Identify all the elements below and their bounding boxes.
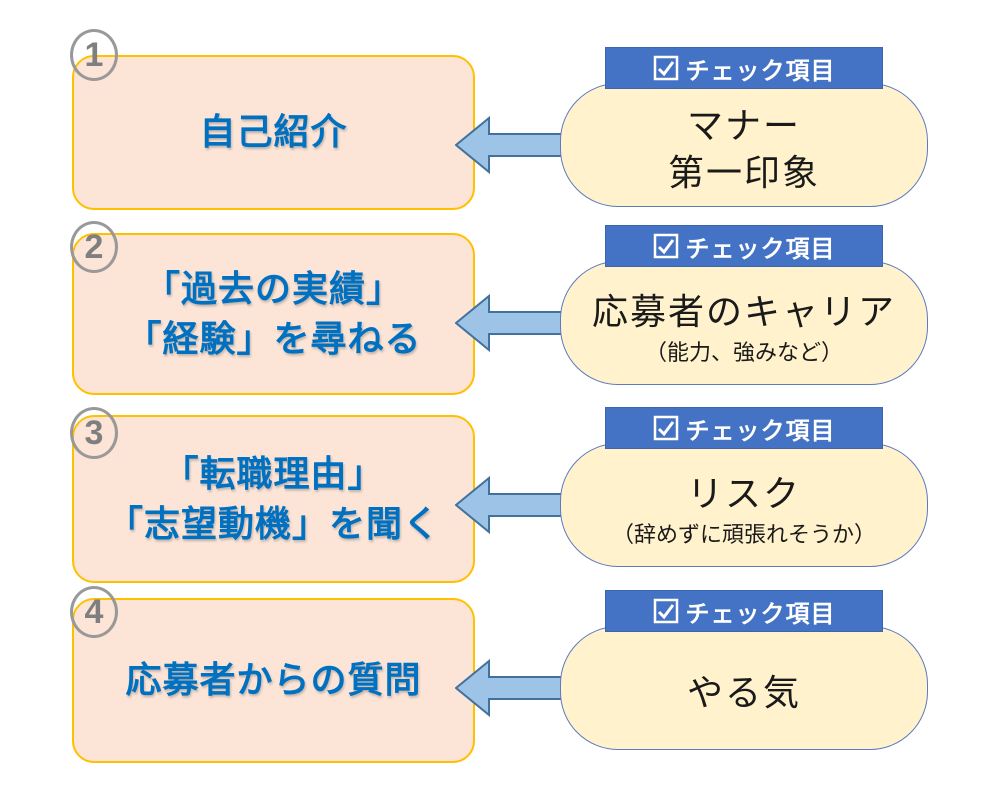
check-header-label: チェック項目 — [685, 600, 836, 628]
check-header-label: チェック項目 — [685, 57, 836, 85]
checkbox-checked-icon — [653, 55, 679, 81]
check-panel: マナー 第一印象 — [560, 83, 928, 207]
checkbox-checked-icon — [653, 233, 679, 259]
check-main-text: リスク — [686, 472, 801, 514]
checkbox-checked-icon — [653, 415, 679, 441]
left-arrow-icon — [455, 293, 577, 353]
step-row-4: 応募者からの質問 4 やる気 チェック項目 — [0, 586, 1000, 778]
step-box: 応募者からの質問 — [72, 598, 475, 763]
step-number-badge: 1 — [70, 29, 118, 81]
left-arrow-icon — [455, 115, 577, 175]
step-title: 「過去の実績」 「経験」を尋ねる — [125, 267, 422, 359]
step-box: 「過去の実績」 「経験」を尋ねる — [72, 233, 475, 395]
step-row-2: 「過去の実績」 「経験」を尋ねる 2 応募者のキャリア （能力、強みなど） チェ… — [0, 221, 1000, 413]
check-main-text: やる気 — [686, 671, 801, 713]
step-number-text: 2 — [84, 227, 104, 266]
check-main-text: 応募者のキャリア — [591, 290, 896, 332]
step-row-1: 自己紹介 1 マナー 第一印象 チェック項目 — [0, 29, 1000, 235]
check-panel: 応募者のキャリア （能力、強みなど） — [560, 261, 928, 385]
step-number-text: 3 — [84, 413, 104, 452]
step-box: 自己紹介 — [72, 55, 475, 210]
check-header: チェック項目 — [605, 225, 883, 267]
left-arrow-icon — [455, 475, 577, 535]
check-header: チェック項目 — [605, 590, 883, 632]
check-sub-text: （辞めずに頑張れそうか） — [611, 521, 876, 547]
step-box: 「転職理由」 「志望動機」を聞く — [72, 415, 475, 583]
check-panel: やる気 — [560, 626, 928, 750]
check-header-label: チェック項目 — [685, 235, 836, 263]
step-row-3: 「転職理由」 「志望動機」を聞く 3 リスク （辞めずに頑張れそうか） チェック… — [0, 407, 1000, 595]
step-number-badge: 3 — [70, 407, 118, 459]
step-title: 応募者からの質問 — [125, 659, 422, 701]
check-header: チェック項目 — [605, 47, 883, 89]
step-title: 自己紹介 — [199, 111, 348, 153]
check-sub-text: （能力、強みなど） — [644, 339, 843, 365]
step-number-badge: 4 — [70, 586, 118, 638]
check-header: チェック項目 — [605, 407, 883, 449]
step-number-text: 4 — [84, 592, 104, 631]
check-main-text: マナー 第一印象 — [667, 105, 820, 193]
step-title: 「転職理由」 「志望動機」を聞く — [106, 452, 440, 544]
checkbox-checked-icon — [653, 598, 679, 624]
step-number-badge: 2 — [70, 221, 118, 273]
step-number-text: 1 — [84, 35, 104, 74]
check-header-label: チェック項目 — [685, 417, 836, 445]
left-arrow-icon — [455, 658, 577, 718]
check-panel: リスク （辞めずに頑張れそうか） — [560, 443, 928, 567]
